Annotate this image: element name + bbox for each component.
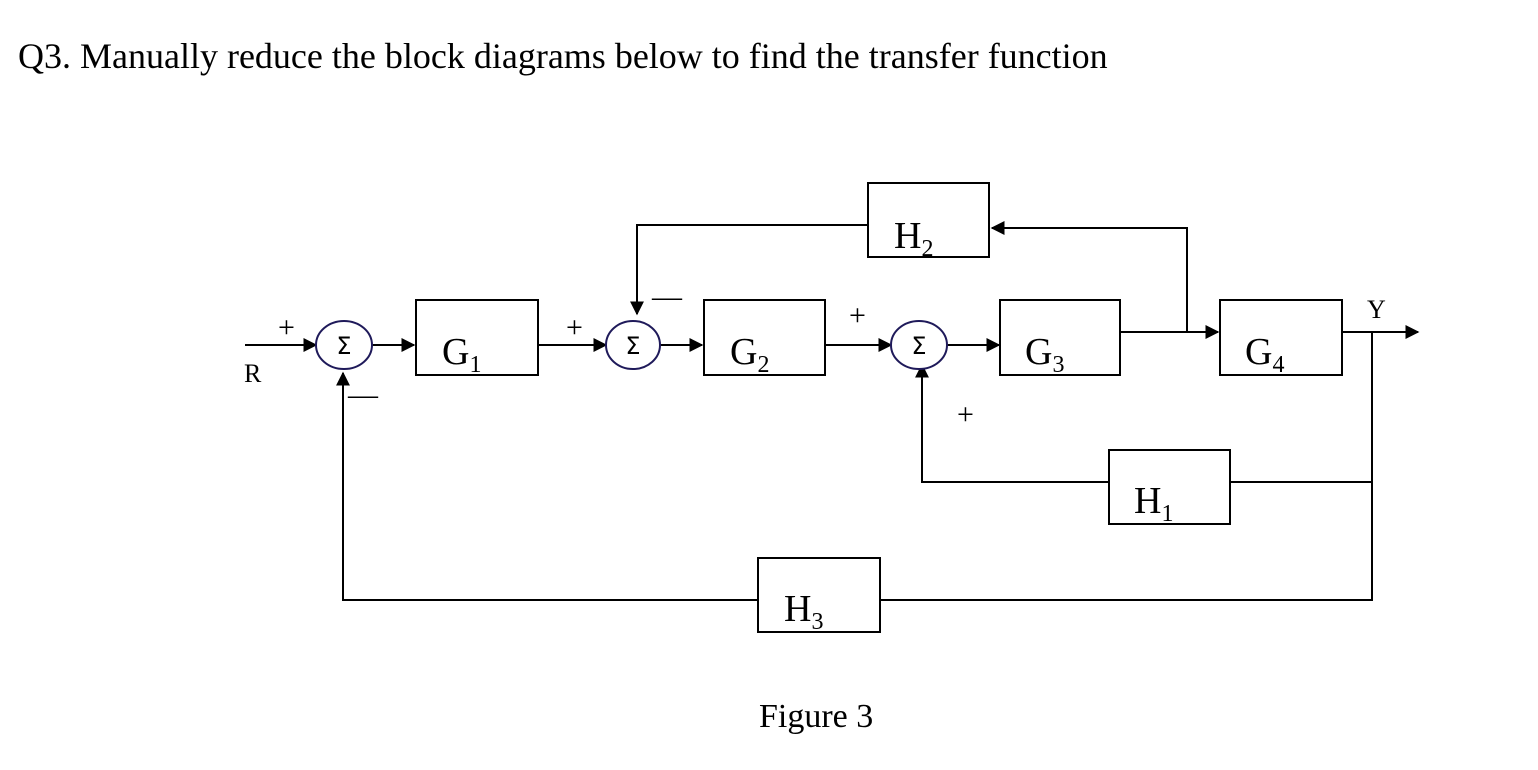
figure-caption: Figure 3: [759, 698, 873, 735]
svg-text:G1: G1: [442, 331, 481, 378]
summing-junction-1: Σ: [315, 320, 373, 370]
summing-junction-3: Σ: [890, 320, 948, 370]
sum2-symbol: Σ: [625, 332, 640, 360]
g4-letter: G: [1245, 331, 1272, 373]
h1-subscript: 1: [1161, 501, 1173, 527]
block-g3: G3: [999, 299, 1121, 378]
block-h2: H2: [867, 182, 990, 262]
svg-text:H3: H3: [784, 588, 823, 635]
g2-subscript: 2: [757, 352, 769, 378]
h3-to-sum1-line: [336, 371, 758, 601]
sum3-feedback-sign: +: [957, 398, 974, 431]
sum1-feedback-sign: —: [347, 378, 379, 411]
h3-pickoff-line: [880, 482, 1373, 601]
g3-subscript: 3: [1052, 352, 1064, 378]
g4-subscript: 4: [1272, 352, 1284, 378]
h2-subscript: 2: [921, 236, 933, 262]
summing-junction-2: Σ: [605, 320, 661, 370]
h2-to-sum2-line: [630, 224, 868, 316]
svg-text:G4: G4: [1245, 331, 1284, 378]
h1-to-sum3-line: [915, 363, 1109, 483]
sum3-symbol: Σ: [911, 332, 926, 360]
question-text: Q3. Manually reduce the block diagrams b…: [18, 36, 1108, 76]
svg-text:G2: G2: [730, 331, 769, 378]
svg-text:H2: H2: [894, 215, 933, 262]
h3-letter: H: [784, 588, 811, 630]
h2-pickoff-line: [990, 221, 1188, 332]
block-g4: G4: [1219, 299, 1343, 378]
block-h3: H3: [757, 557, 881, 635]
g3-letter: G: [1025, 331, 1052, 373]
svg-text:H1: H1: [1134, 480, 1173, 527]
sum1-input-sign: +: [278, 311, 295, 344]
block-g1: G1: [415, 299, 539, 378]
input-label-r: R: [244, 359, 262, 388]
g1-subscript: 1: [469, 352, 481, 378]
block-g2: G2: [703, 299, 826, 378]
sum2-input-sign: +: [566, 311, 583, 344]
sum3-input-sign: +: [849, 299, 866, 332]
block-h1: H1: [1108, 449, 1231, 527]
h1-letter: H: [1134, 480, 1161, 522]
h2-letter: H: [894, 215, 921, 257]
h3-subscript: 3: [811, 609, 823, 635]
sum1-symbol: Σ: [336, 332, 351, 360]
sum2-feedback-sign: —: [651, 280, 683, 313]
g2-letter: G: [730, 331, 757, 373]
svg-text:G3: G3: [1025, 331, 1064, 378]
g1-letter: G: [442, 331, 469, 373]
output-label-y: Y: [1367, 295, 1386, 324]
